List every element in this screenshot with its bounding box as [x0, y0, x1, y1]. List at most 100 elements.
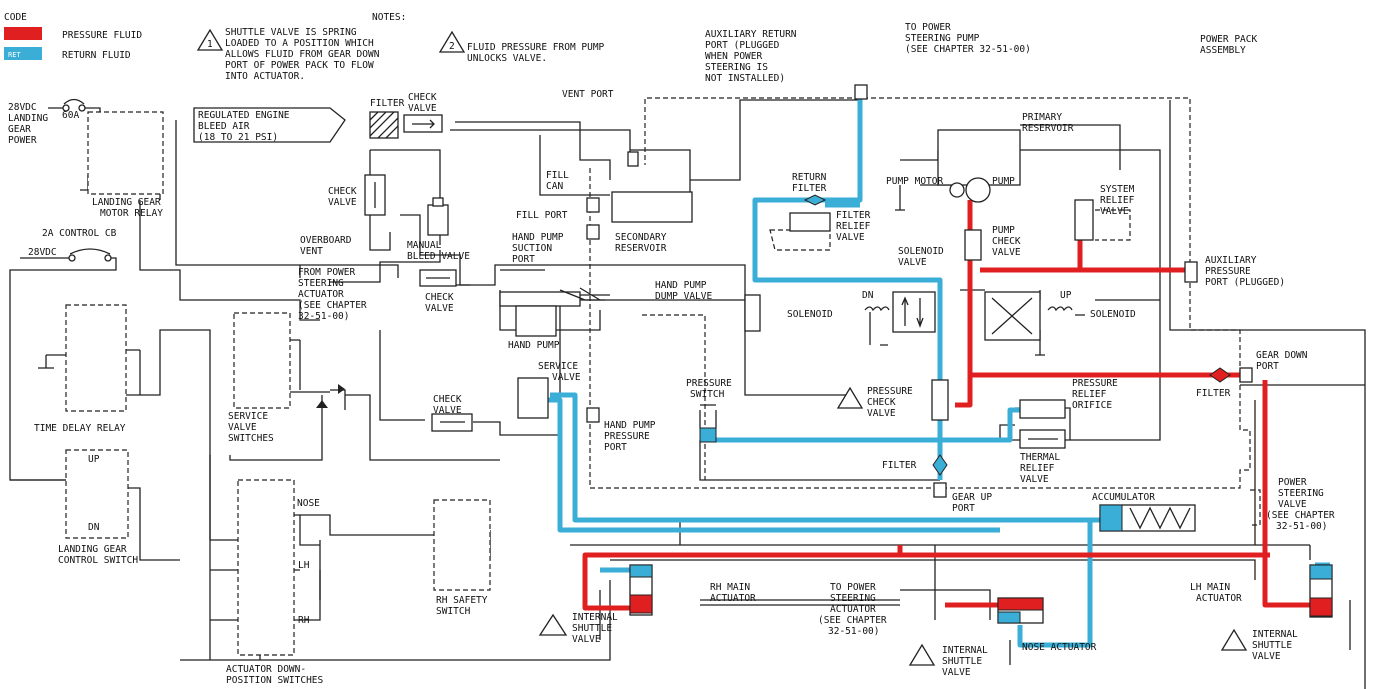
control-switch-1: LANDING GEAR [58, 544, 127, 555]
ps-valve-2: STEERING [1278, 488, 1324, 499]
note1-line-4: PORT OF POWER PACK TO FLOW [225, 60, 374, 71]
from-ps-3: ACTUATOR [298, 289, 344, 300]
return-filter-2: FILTER [792, 183, 827, 194]
note1-marker-lh [1220, 628, 1248, 651]
aux-return-2: PORT (PLUGGED [705, 40, 780, 51]
return-filter-lower [932, 454, 948, 476]
service-switch-box [233, 312, 291, 409]
lh-main-1: LH MAIN [1190, 582, 1230, 593]
solenoid-right: SOLENOID [1090, 309, 1136, 320]
hand-pump-pressure-port [586, 407, 600, 423]
manual-bleed-valve [427, 204, 449, 236]
service-valve [517, 377, 549, 419]
dump-valve-2: DUMP VALVE [655, 291, 712, 302]
pump-check-2: CHECK [992, 236, 1021, 247]
ldg-power-3: GEAR [8, 124, 31, 135]
ps-valve-1: POWER [1278, 477, 1307, 488]
filter-relief-dash [769, 229, 831, 251]
pressure-check-2: CHECK [867, 397, 896, 408]
legend-pressure-label: PRESSURE FLUID [62, 30, 142, 41]
bleed-air-2: BLEED AIR [198, 121, 250, 132]
switch-nose: NOSE [297, 498, 320, 509]
check-valve-top-2: VALVE [408, 103, 437, 114]
breaker-60a: 60A [62, 110, 79, 121]
thermal-relief-2: RELIEF [1020, 463, 1055, 474]
pump-check-3: VALVE [992, 247, 1021, 258]
power-pack-outline [589, 97, 1251, 489]
vent-port [627, 151, 639, 167]
pressure-fluid-swatch [4, 27, 42, 40]
control-cb: 2A CONTROL CB [42, 228, 117, 239]
hp-pressure-port-1: HAND PUMP [604, 420, 656, 431]
nose-shuttle-1: INTERNAL [942, 645, 988, 656]
return-filter-diamond [803, 194, 827, 206]
return-filter [789, 212, 831, 232]
legend: CODE PRESSURE FLUID RET RETURN FLUID [4, 12, 142, 61]
gear-down-port-2: PORT [1256, 361, 1279, 372]
note2-marker [836, 386, 864, 409]
pump [965, 177, 991, 203]
primary-reservoir-1: PRIMARY [1022, 112, 1062, 123]
return-lines [540, 85, 1330, 648]
check-valve-bottom-1: CHECK [433, 394, 462, 405]
filter-relief-3: VALVE [836, 232, 865, 243]
hp-pressure-port-3: PORT [604, 442, 627, 453]
to-ps-pump-3: (SEE CHAPTER 32-51-00) [905, 44, 1031, 55]
lh-shuttle-3: VALVE [1252, 651, 1281, 662]
pump-check-1: PUMP [992, 225, 1015, 236]
check-valve-mid-1: CHECK [425, 292, 454, 303]
pump-motor [949, 182, 965, 198]
pressure-switch-1: PRESSURE [686, 378, 732, 389]
rh-shuttle-3: VALVE [572, 634, 601, 645]
bleed-air-3: (18 TO 21 PSI) [198, 132, 278, 143]
ps-valve-4: (SEE CHAPTER [1266, 510, 1335, 521]
rh-safety-switch-box [433, 499, 491, 591]
accumulator-label: ACCUMULATOR [1092, 492, 1155, 503]
motor-relay-1: LANDING GEAR [92, 197, 161, 208]
solenoid-valve-1: SOLENOID [898, 246, 944, 257]
to-ps-act-1: TO POWER [830, 582, 876, 593]
vent-port-label: VENT PORT [562, 89, 614, 100]
ldg-power-1: 28VDC [8, 102, 37, 113]
down-switches-1: ACTUATOR DOWN- [226, 664, 306, 675]
labels: 28VDC LANDING GEAR POWER 60A LANDING GEA… [8, 22, 1335, 686]
check-valve-left-2: VALVE [328, 197, 357, 208]
to-ps-act-5: 32-51-00) [828, 626, 879, 637]
filter-label: FILTER [370, 98, 405, 109]
pressure-filter [1209, 367, 1231, 383]
hp-pressure-port-2: PRESSURE [604, 431, 650, 442]
ps-valve-3: VALVE [1278, 499, 1307, 510]
rh-main-2: ACTUATOR [710, 593, 756, 604]
down-switch-box [237, 479, 295, 656]
return-fluid-swatch [4, 47, 42, 60]
control-switch-box [65, 449, 129, 539]
ps-valve-5: 32-51-00) [1276, 521, 1327, 532]
service-switches-1: SERVICE [228, 411, 268, 422]
black-lines [9, 99, 1366, 689]
check-valve-left-1: CHECK [328, 186, 357, 197]
return-swatch-text: RET [8, 51, 21, 59]
solenoid-valve-2: VALVE [898, 257, 927, 268]
pressure-check-valve [931, 379, 949, 421]
lh-shuttle-1: INTERNAL [1252, 629, 1298, 640]
from-ps-1: FROM POWER [298, 267, 355, 278]
filter-relief-2: RELIEF [836, 221, 871, 232]
control-switch-2: CONTROL SWITCH [58, 555, 138, 566]
overboard-vent-1: OVERBOARD [300, 235, 352, 246]
pressure-switch-2: SWITCH [690, 389, 725, 400]
control-up: UP [88, 454, 100, 465]
note1-number: 1 [207, 39, 213, 50]
system-relief-1: SYSTEM [1100, 184, 1135, 195]
dump-valve-dash [642, 314, 706, 480]
thermal-relief-3: VALVE [1020, 474, 1049, 485]
switch-lh: LH [298, 560, 310, 571]
nose-shuttle-3: VALVE [942, 667, 971, 678]
from-ps-4: (SEE CHAPTER [298, 300, 367, 311]
hand-pump-suction-3: PORT [512, 254, 535, 265]
pump-motor-label: PUMP MOTOR [886, 176, 943, 187]
lh-shuttle-2: SHUTTLE [1252, 640, 1292, 651]
filter-relief-1: FILTER [836, 210, 871, 221]
power-pack-2: ASSEMBLY [1200, 45, 1246, 56]
filter-lower-label: FILTER [882, 460, 917, 471]
